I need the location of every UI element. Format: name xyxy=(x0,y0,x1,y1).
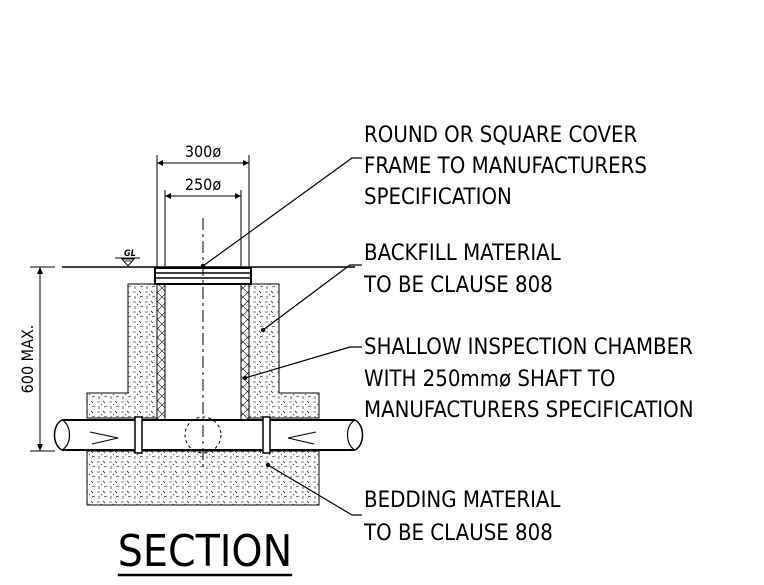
bedding-note: BEDDING MATERIAL TO BE CLAUSE 808 xyxy=(363,488,567,546)
leader-lines xyxy=(200,157,362,516)
dimension-250: 250ø xyxy=(164,175,242,268)
chamber-note: SHALLOW INSPECTION CHAMBER WITH 250mmø S… xyxy=(364,335,699,423)
section-title: SECTION xyxy=(118,526,292,577)
dimension-300-label: 300ø xyxy=(185,142,221,161)
gl-label: GL xyxy=(124,249,136,259)
cover-frame-note: ROUND OR SQUARE COVER FRAME TO MANUFACTU… xyxy=(364,123,653,210)
drain-pipe xyxy=(53,416,364,454)
dimension-300: 300ø xyxy=(156,142,250,268)
dimension-600: 600 MAX. xyxy=(18,266,55,452)
gl-marker: GL xyxy=(115,249,140,267)
backfill-note: BACKFILL MATERIAL TO BE CLAUSE 808 xyxy=(363,241,567,298)
dimension-250-label: 250ø xyxy=(185,175,221,194)
dimension-600-label: 600 MAX. xyxy=(18,325,37,394)
